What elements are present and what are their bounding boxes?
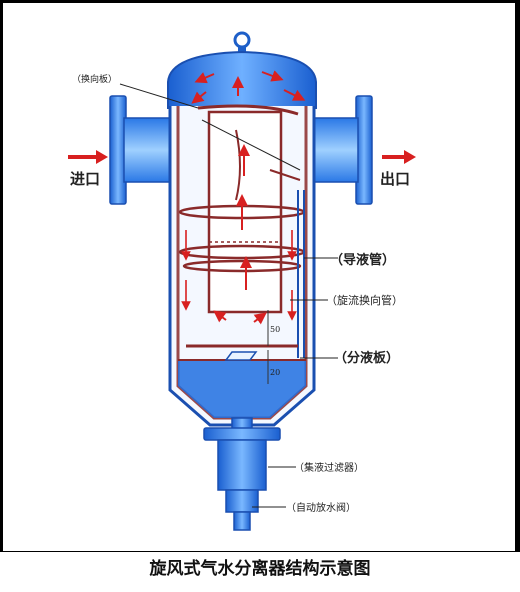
label-outlet: 出口 bbox=[380, 170, 410, 188]
liquid-collect-filter bbox=[203, 427, 281, 491]
label-liquid-separator-plate: （分液板） bbox=[334, 350, 399, 366]
diagram-caption: 旋风式气水分离器结构示意图 bbox=[0, 552, 520, 592]
leader-lines bbox=[119, 83, 338, 508]
dimension-lower: 20 bbox=[270, 368, 280, 377]
inlet-arrow bbox=[68, 150, 108, 164]
dimension-upper: 50 bbox=[270, 325, 280, 334]
liquid-guide-tube bbox=[297, 190, 305, 358]
label-deflector: （换向板） bbox=[72, 73, 117, 85]
label-liquid-guide-tube: （导液管） bbox=[330, 252, 395, 268]
label-liquid-collect-filter: （集液过滤器） bbox=[294, 461, 364, 474]
auto-drain-valve bbox=[225, 489, 259, 531]
label-auto-drain-valve: （自动放水阀） bbox=[286, 501, 356, 514]
flow-arrows-tube bbox=[213, 144, 267, 325]
liquid-separator-plate bbox=[186, 344, 298, 361]
separator-diagram: 50 20 bbox=[68, 31, 416, 531]
label-inlet: 进口 bbox=[70, 170, 100, 188]
label-swirl-reversing-tube: （旋流换向管） bbox=[326, 293, 403, 307]
outlet-arrow bbox=[382, 150, 416, 164]
flow-arrows-annulus bbox=[181, 230, 297, 321]
top-dome bbox=[167, 50, 317, 109]
flow-arrows-dome bbox=[191, 70, 306, 104]
